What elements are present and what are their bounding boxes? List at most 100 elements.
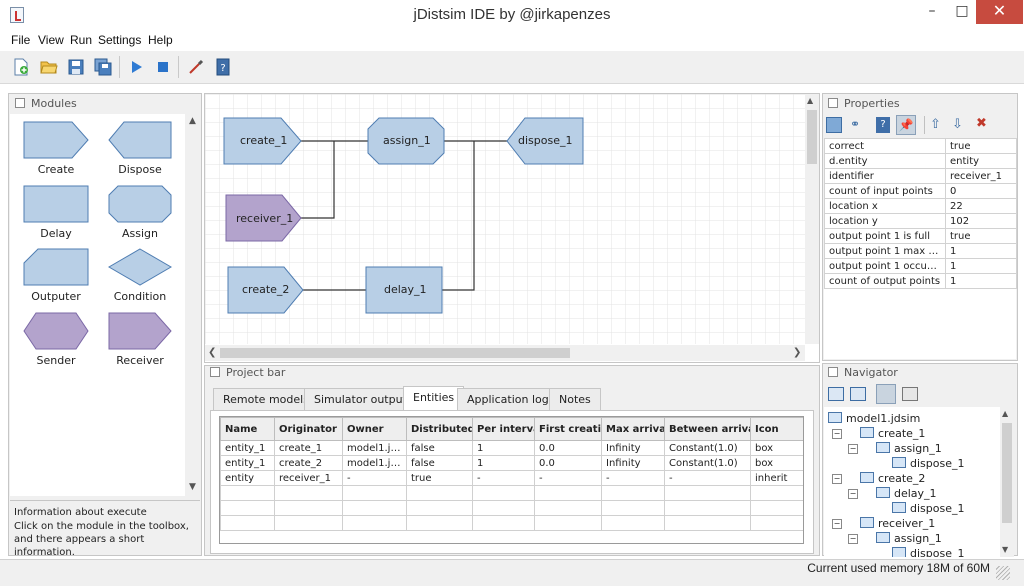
properties-collapse-checkbox[interactable] <box>828 98 838 108</box>
module-label-sender[interactable]: Sender <box>36 354 76 367</box>
tree-view-icon[interactable]: ⚭ <box>850 117 861 131</box>
tab-entities[interactable]: Entities <box>403 386 465 411</box>
tree-node[interactable]: −create_1 <box>824 426 1000 441</box>
modules-scrollbar[interactable]: ▲ ▼ <box>186 114 200 496</box>
property-value[interactable]: 22 <box>945 198 1017 214</box>
scroll-down-icon[interactable]: ▼ <box>189 482 196 492</box>
help-book-icon[interactable]: ? <box>212 56 234 78</box>
tree-node[interactable]: dispose_1 <box>824 456 1000 471</box>
node-assign-1[interactable] <box>367 117 445 165</box>
tree-toggle-icon[interactable]: − <box>848 534 858 544</box>
modules-collapse-checkbox[interactable] <box>15 98 25 108</box>
module-label-delay[interactable]: Delay <box>40 227 72 240</box>
canvas-vscroll-thumb[interactable] <box>807 110 817 164</box>
column-header[interactable]: Per interval <box>472 417 535 441</box>
property-row[interactable]: output point 1 max cap...1 <box>824 243 1017 259</box>
node-receiver-1[interactable] <box>225 194 302 242</box>
tree-node[interactable]: −delay_1 <box>824 486 1000 501</box>
tab-application-logs[interactable]: Application logs <box>457 388 565 410</box>
tree-toggle-icon[interactable]: − <box>848 444 858 454</box>
node-create-1[interactable] <box>223 117 302 165</box>
help-icon[interactable]: ? <box>876 117 890 133</box>
canvas-vertical-scrollbar[interactable]: ▲ <box>805 94 819 344</box>
column-header[interactable]: First creation <box>534 417 602 441</box>
navigator-scrollbar[interactable]: ▲ ▼ <box>1000 407 1014 557</box>
close-button[interactable]: ✕ <box>976 0 1023 24</box>
eyedropper-icon[interactable] <box>185 56 207 78</box>
save-icon[interactable] <box>65 56 87 78</box>
module-label-outputer[interactable]: Outputer <box>31 290 81 303</box>
tree-node[interactable]: dispose_1 <box>824 546 1000 557</box>
tree-toggle-icon[interactable]: − <box>832 474 842 484</box>
column-header[interactable]: Icon <box>750 417 803 441</box>
tree-node[interactable]: −create_2 <box>824 471 1000 486</box>
column-header[interactable]: Name <box>220 417 275 441</box>
tree-toggle-icon[interactable]: − <box>832 429 842 439</box>
property-value[interactable]: true <box>945 138 1017 154</box>
tree-toggle-icon[interactable]: − <box>832 519 842 529</box>
module-label-condition[interactable]: Condition <box>113 290 167 303</box>
scroll-up-icon[interactable]: ▲ <box>189 116 196 126</box>
property-value[interactable]: 102 <box>945 213 1017 229</box>
canvas-horizontal-scrollbar[interactable]: ❮ ❯ <box>205 345 805 361</box>
move-up-icon[interactable]: ⇧ <box>930 117 941 132</box>
open-folder-icon[interactable] <box>38 56 60 78</box>
navigator-collapse-checkbox[interactable] <box>828 367 838 377</box>
minimize-button[interactable]: – <box>928 3 936 19</box>
delete-icon[interactable]: ✖ <box>976 116 987 131</box>
menu-run[interactable]: Run <box>70 33 93 47</box>
link-selection-icon[interactable] <box>876 384 896 404</box>
menu-file[interactable]: File <box>11 33 31 47</box>
save-all-icon[interactable] <box>92 56 114 78</box>
property-value[interactable]: receiver_1 <box>945 168 1017 184</box>
pin-icon[interactable]: 📌 <box>896 115 916 135</box>
run-icon[interactable] <box>125 56 147 78</box>
tree-node[interactable]: model1.jdsim <box>824 411 1000 426</box>
tree-node[interactable]: −receiver_1 <box>824 516 1000 531</box>
tree-toggle-icon[interactable]: − <box>848 489 858 499</box>
property-value[interactable]: 1 <box>945 273 1017 289</box>
scroll-right-icon[interactable]: ❯ <box>793 347 802 358</box>
property-value[interactable]: 0 <box>945 183 1017 199</box>
column-header[interactable]: Owner <box>342 417 407 441</box>
module-label-dispose[interactable]: Dispose <box>118 163 162 176</box>
navigator-scroll-thumb[interactable] <box>1002 423 1012 523</box>
collapse-all-icon[interactable] <box>850 387 866 401</box>
node-delay-1[interactable] <box>365 266 443 314</box>
move-down-icon[interactable]: ⇩ <box>952 117 963 132</box>
project-bar-collapse-checkbox[interactable] <box>210 367 220 377</box>
tab-simulator-output[interactable]: Simulator output <box>304 388 417 410</box>
tab-remote-models[interactable]: Remote models <box>213 388 319 410</box>
column-header[interactable]: Distributed <box>406 417 473 441</box>
column-header[interactable]: Max arrivals <box>601 417 665 441</box>
property-value[interactable]: 1 <box>945 243 1017 259</box>
sort-categories-icon[interactable] <box>826 117 842 133</box>
menu-view[interactable]: View <box>38 33 64 47</box>
column-header[interactable]: Between arrivals <box>664 417 751 441</box>
resize-grip-icon[interactable] <box>996 566 1010 580</box>
module-label-receiver[interactable]: Receiver <box>116 354 164 367</box>
column-header[interactable]: Originator <box>274 417 343 441</box>
property-value[interactable]: entity <box>945 153 1017 169</box>
module-label-assign[interactable]: Assign <box>122 227 158 240</box>
model-canvas[interactable] <box>205 94 805 344</box>
filter-icon[interactable] <box>902 387 918 401</box>
tree-node[interactable]: −assign_1 <box>824 441 1000 456</box>
node-dispose-1[interactable] <box>506 117 584 165</box>
module-label-create[interactable]: Create <box>37 163 75 176</box>
new-file-icon[interactable] <box>10 56 32 78</box>
menu-help[interactable]: Help <box>148 33 173 47</box>
tree-node[interactable]: −assign_1 <box>824 531 1000 546</box>
scroll-left-icon[interactable]: ❮ <box>208 347 217 358</box>
scroll-down-icon[interactable]: ▼ <box>1002 545 1009 554</box>
